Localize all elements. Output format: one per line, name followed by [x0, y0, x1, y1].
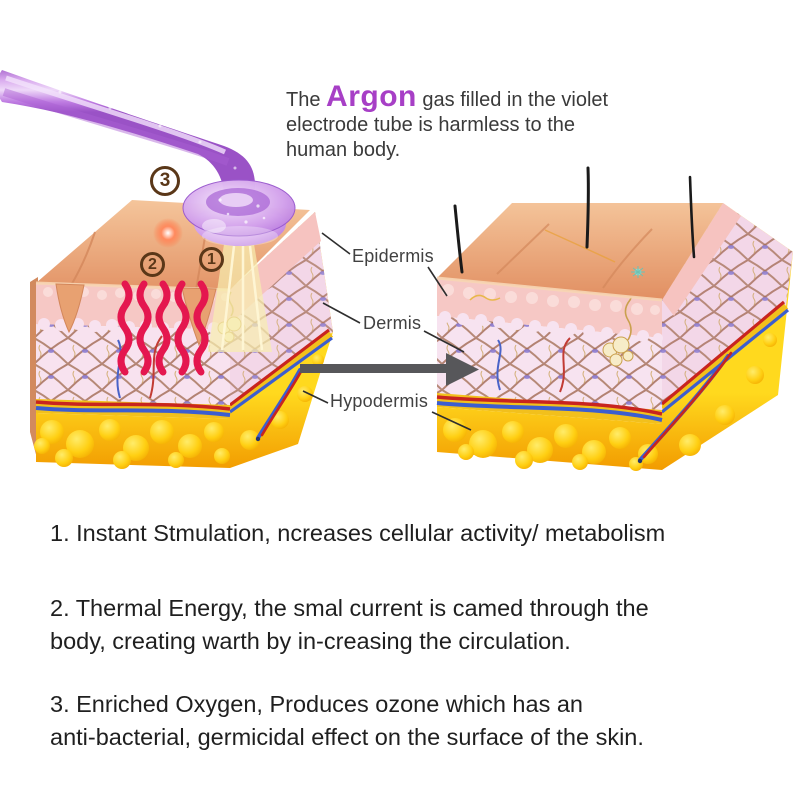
thermal-heat-waves	[117, 280, 209, 376]
hypodermis-label: Hypodermis	[330, 391, 429, 411]
sweat-pore	[631, 266, 645, 278]
intro-prefix: The	[286, 89, 327, 111]
label-leader-lines	[302, 232, 472, 431]
spark-glow	[153, 218, 183, 248]
hair-strands	[453, 166, 696, 274]
benefit-3: 3. Enriched Oxygen, Produces ozone which…	[50, 688, 760, 754]
benefit-3-line-2: anti-bacterial, germicidal effect on the…	[50, 724, 644, 750]
marker-3-badge: 3	[150, 166, 180, 196]
benefit-2: 2. Thermal Energy, the smal current is c…	[50, 592, 760, 658]
benefit-1-line-1: 1. Instant Stmulation, ncreases cellular…	[50, 520, 666, 546]
marker-1-badge: 1	[199, 247, 224, 272]
intro-line1-rest: gas filled in the violet	[416, 89, 609, 111]
treated-skin-block	[30, 200, 334, 469]
benefit-2-line-2: body, creating warth by in-creasing the …	[50, 628, 571, 654]
marker-2-badge: 2	[140, 252, 165, 277]
violet-electrode-wand	[0, 70, 296, 246]
epidermis-label: Epidermis	[352, 246, 434, 266]
argon-highlight: Argon	[326, 80, 417, 113]
intro-line3: human body.	[286, 139, 401, 161]
electrode-light-beam	[208, 244, 272, 352]
intro-line2: electrode tube is harmless to the	[286, 114, 576, 136]
dermis-label: Dermis	[363, 313, 422, 333]
benefit-2-line-1: 2. Thermal Energy, the smal current is c…	[50, 595, 649, 621]
arrow-right-icon	[300, 353, 479, 386]
healthy-skin-block	[436, 166, 793, 471]
benefit-1: 1. Instant Stmulation, ncreases cellular…	[50, 517, 760, 550]
benefit-3-line-1: 3. Enriched Oxygen, Produces ozone which…	[50, 691, 583, 717]
intro-caption: The Argon gas filled in the violet elect…	[286, 82, 622, 163]
